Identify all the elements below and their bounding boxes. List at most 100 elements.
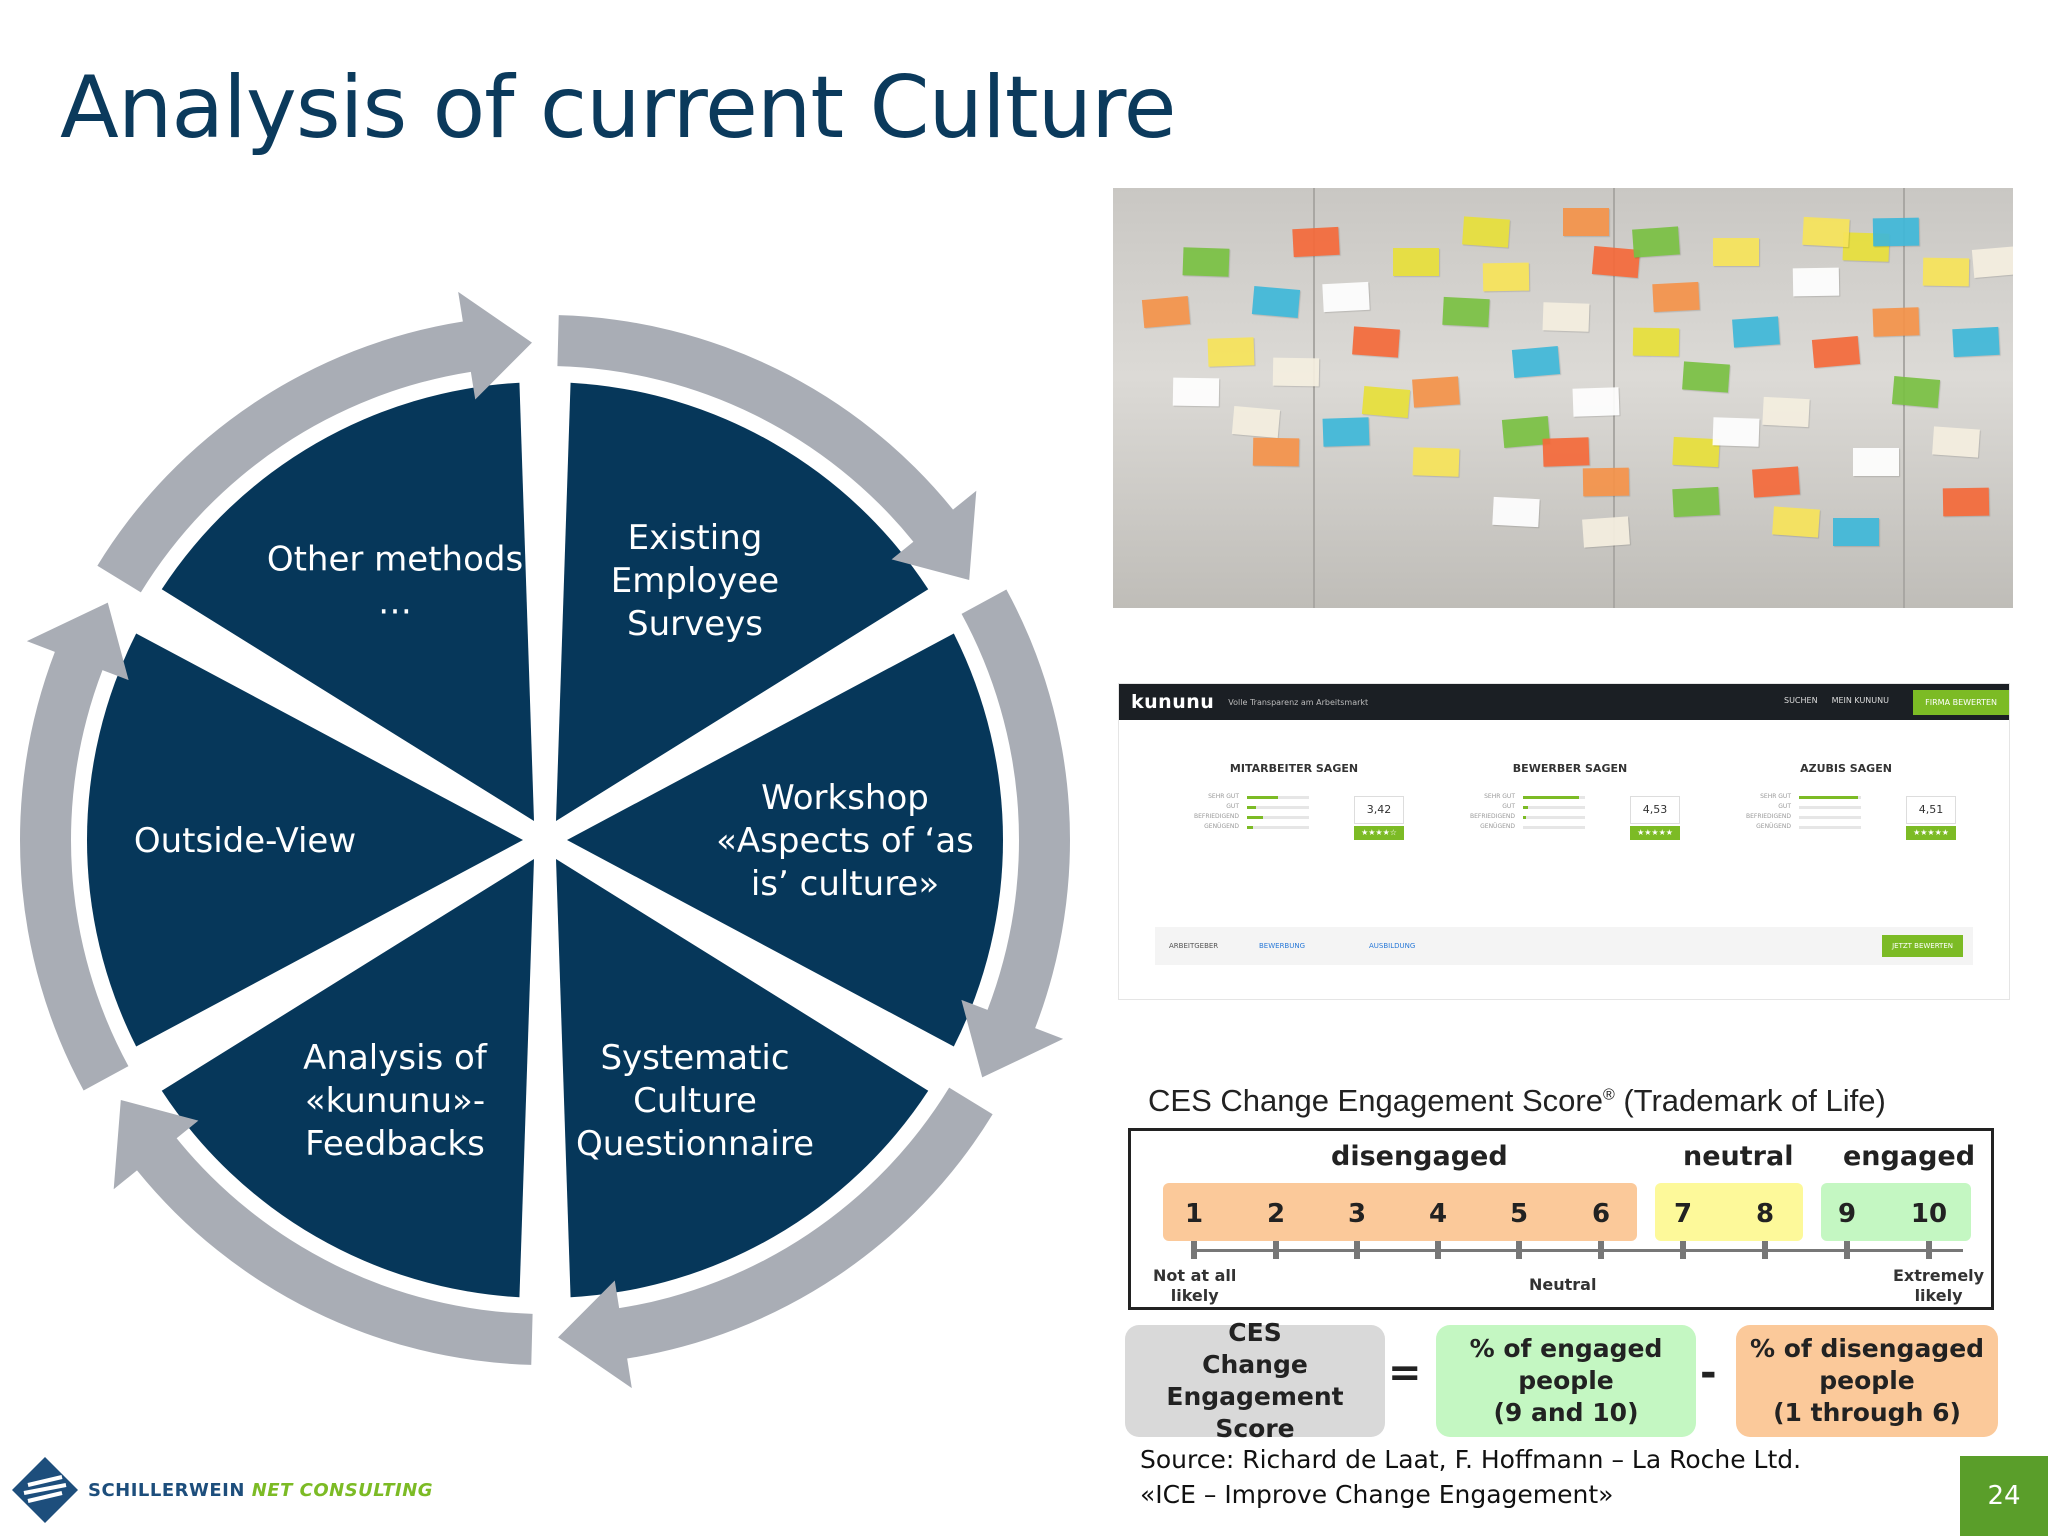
mid-label: Neutral bbox=[1529, 1275, 1597, 1294]
cycle-segment bbox=[161, 859, 534, 1298]
scale-number: 8 bbox=[1755, 1199, 1775, 1229]
sticky-note bbox=[1833, 518, 1879, 546]
kununu-nav: SUCHEN MEIN KUNUNU bbox=[1784, 696, 1889, 705]
sticky-note bbox=[1542, 437, 1590, 467]
formula-line: Change bbox=[1202, 1350, 1308, 1379]
ces-title: CES Change Engagement Score® (Trademark … bbox=[1148, 1083, 1886, 1119]
sticky-note bbox=[1393, 248, 1439, 276]
scale-tick bbox=[1680, 1241, 1686, 1259]
sticky-note bbox=[1322, 417, 1370, 447]
row-label: BEFRIEDIGEND bbox=[1745, 813, 1791, 820]
sticky-note bbox=[1492, 496, 1540, 528]
sticky-note bbox=[1942, 487, 1990, 517]
rate-company-button[interactable]: FIRMA BEWERTEN bbox=[1913, 690, 2009, 715]
sticky-note bbox=[1511, 346, 1561, 378]
workshop-photo bbox=[1113, 188, 2013, 608]
sticky-note bbox=[1712, 417, 1760, 447]
sticky-note bbox=[1207, 337, 1255, 367]
sticky-note bbox=[1922, 257, 1970, 287]
scale-line bbox=[1191, 1249, 1963, 1252]
scale-tick bbox=[1273, 1241, 1279, 1259]
wall-seam bbox=[1313, 188, 1315, 608]
label-line: Existing bbox=[628, 518, 763, 558]
rate-now-button[interactable]: JETZT BEWERTEN bbox=[1882, 935, 1963, 957]
label-line: Outside-View bbox=[134, 821, 356, 861]
scale-number: 1 bbox=[1184, 1199, 1204, 1229]
sticky-note bbox=[1932, 426, 1980, 458]
sticky-note bbox=[1762, 396, 1810, 428]
scale-tick bbox=[1844, 1241, 1850, 1259]
formula-line: people bbox=[1518, 1366, 1614, 1395]
ces-title-suffix: (Trademark of Life) bbox=[1614, 1083, 1886, 1118]
my-kununu-link[interactable]: MEIN KUNUNU bbox=[1831, 696, 1889, 705]
search-link[interactable]: SUCHEN bbox=[1784, 696, 1818, 705]
star-rating: ★★★★☆ bbox=[1354, 826, 1404, 840]
sticky-note bbox=[1231, 406, 1281, 438]
rating-rows: SEHR GUT GUT BEFRIEDIGEND GENÜGEND bbox=[1445, 792, 1515, 832]
sticky-note bbox=[1632, 327, 1680, 357]
source-citation: Source: Richard de Laat, F. Hoffmann – L… bbox=[1140, 1442, 1801, 1512]
scale-tick bbox=[1926, 1241, 1932, 1259]
label-line: Employee bbox=[611, 561, 779, 601]
employer-tab[interactable]: ARBEITGEBER bbox=[1169, 942, 1219, 950]
label-line: Systematic bbox=[600, 1038, 789, 1078]
high-label-line: Extremely bbox=[1893, 1266, 1985, 1285]
scale-number: 2 bbox=[1266, 1199, 1286, 1229]
score-value: 3,42 bbox=[1354, 796, 1404, 824]
sticky-note bbox=[1322, 281, 1370, 313]
equals-sign: = bbox=[1388, 1350, 1422, 1396]
sticky-note bbox=[1891, 376, 1941, 408]
sticky-note bbox=[1462, 216, 1510, 248]
row-label: BEFRIEDIGEND bbox=[1469, 813, 1515, 820]
star-rating: ★★★★★ bbox=[1906, 826, 1956, 840]
formula-line: Engagement Score bbox=[1166, 1382, 1344, 1443]
logo-part2: NET CONSULTING bbox=[251, 1479, 434, 1501]
cycle-segment-label: Other methods… bbox=[267, 540, 523, 623]
label-line: «kununu»- bbox=[305, 1081, 485, 1121]
sticky-note bbox=[1952, 326, 2000, 358]
scale-number: 9 bbox=[1837, 1199, 1857, 1229]
training-tab[interactable]: AUSBILDUNG bbox=[1369, 942, 1416, 950]
label-line: Analysis of bbox=[303, 1038, 488, 1078]
sticky-note bbox=[1361, 386, 1411, 418]
cycle-arrow bbox=[961, 589, 1071, 1078]
sticky-note bbox=[1672, 486, 1720, 518]
row-label: GUT bbox=[1778, 803, 1791, 810]
sticky-note bbox=[1772, 506, 1820, 538]
formula-line: (9 and 10) bbox=[1493, 1398, 1639, 1427]
sticky-note bbox=[1251, 286, 1301, 318]
band-disengaged bbox=[1163, 1183, 1637, 1241]
group-label-neutral: neutral bbox=[1683, 1141, 1794, 1172]
sticky-note bbox=[1971, 246, 2013, 278]
cycle-segment bbox=[556, 382, 929, 821]
cycle-segment-label: Analysis of«kununu»-Feedbacks bbox=[303, 1038, 488, 1164]
column-title: MITARBEITER SAGEN bbox=[1229, 762, 1359, 775]
scale-tick bbox=[1191, 1241, 1197, 1259]
logo-diamond-icon bbox=[12, 1457, 78, 1523]
label-line: Feedbacks bbox=[305, 1124, 485, 1164]
label-line: «Aspects of ‘as bbox=[716, 821, 974, 861]
band-engaged bbox=[1821, 1183, 1971, 1241]
high-label-line: likely bbox=[1914, 1286, 1963, 1305]
slide-title: Analysis of current Culture bbox=[60, 58, 1177, 158]
scale-tick bbox=[1516, 1241, 1522, 1259]
column-title: AZUBIS SAGEN bbox=[1800, 762, 1892, 775]
label-line: Other methods bbox=[267, 540, 523, 580]
kununu-screenshot: kununu Volle Transparenz am Arbeitsmarkt… bbox=[1118, 683, 2010, 1000]
scale-tick bbox=[1598, 1241, 1604, 1259]
kununu-tagline: Volle Transparenz am Arbeitsmarkt bbox=[1228, 697, 1369, 707]
scale-number: 7 bbox=[1673, 1199, 1693, 1229]
row-label: SEHR GUT bbox=[1760, 793, 1791, 800]
rating-bars bbox=[1799, 796, 1861, 836]
formula-line: people bbox=[1819, 1366, 1915, 1395]
cycle-segment bbox=[87, 633, 524, 1047]
cycle-arrow bbox=[97, 291, 532, 593]
application-tab[interactable]: BEWERBUNG bbox=[1259, 942, 1306, 950]
label-line: is’ culture» bbox=[751, 864, 939, 904]
scale-number: 6 bbox=[1591, 1199, 1611, 1229]
cycle-arrow bbox=[558, 1087, 993, 1389]
